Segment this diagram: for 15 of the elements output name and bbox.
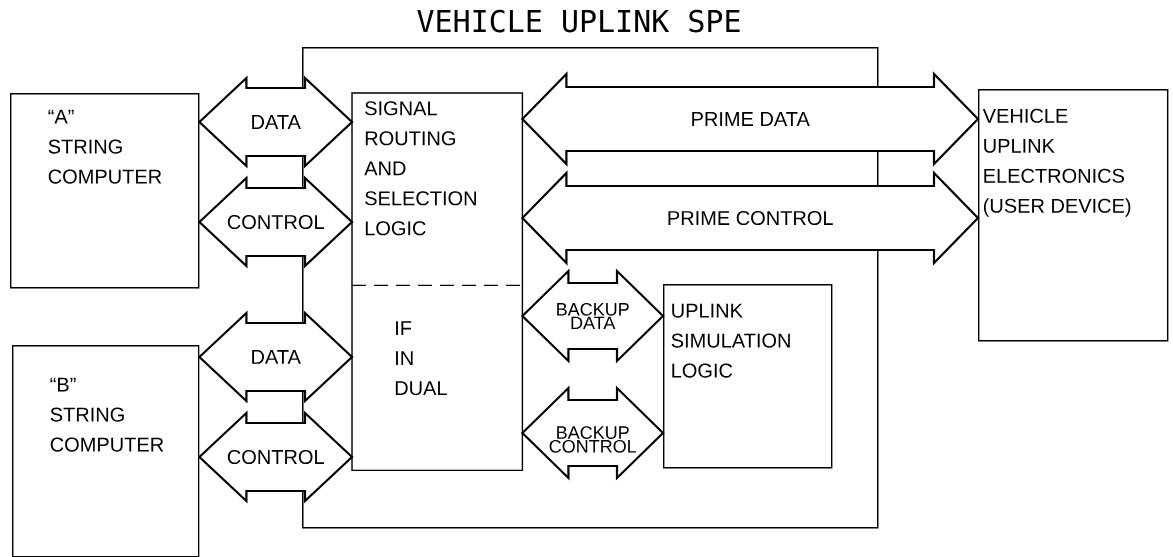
edge-label: CONTROL xyxy=(227,214,324,230)
edge-label: DATA xyxy=(252,115,301,129)
edge-label: BACKUP CONTROL xyxy=(549,426,637,453)
block-box: IF IN DUAL xyxy=(351,284,524,472)
block-box: “A” STRING COMPUTER xyxy=(10,93,200,289)
block-box: UPLINK SIMULATION LOGIC xyxy=(663,284,833,469)
edge-label: PRIME DATA xyxy=(692,112,810,126)
block-box: VEHICLE UPLINK ELECTRONICS (USER DEVICE) xyxy=(978,89,1169,342)
block-box: “B” STRING COMPUTER xyxy=(12,345,200,557)
edge-label: PRIME CONTROL xyxy=(668,210,833,226)
node-label: VEHICLE UPLINK SPE xyxy=(417,9,740,33)
edge-label: DATA xyxy=(252,350,301,364)
edge-label: CONTROL xyxy=(227,449,324,465)
edge-label: BACKUP DATA xyxy=(557,302,629,330)
block-box: SIGNAL ROUTING AND SELECTION LOGIC xyxy=(351,92,524,287)
